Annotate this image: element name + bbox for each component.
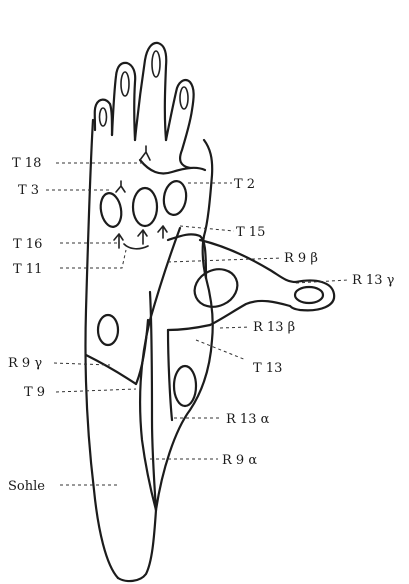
label-r13b: R 13 β xyxy=(253,320,295,335)
label-t16: T 16 xyxy=(13,237,42,252)
label-r9g: R 9 γ xyxy=(8,356,42,371)
labels: T 18 T 3 T 2 T 16 T 11 T 15 R 9 β R 13 γ… xyxy=(8,156,395,494)
pad-r9g xyxy=(98,315,118,345)
label-t13: T 13 xyxy=(253,361,282,376)
label-r13a: R 13 α xyxy=(226,412,270,427)
fingers xyxy=(95,43,194,168)
label-sohle: Sohle xyxy=(8,479,45,494)
pad-t3-mid xyxy=(133,188,157,226)
label-r9a: R 9 α xyxy=(222,453,257,468)
leader-lines xyxy=(46,163,348,485)
label-t15: T 15 xyxy=(236,225,265,240)
label-t11: T 11 xyxy=(13,262,42,277)
label-r9b: R 9 β xyxy=(284,251,318,266)
label-t18: T 18 xyxy=(12,156,41,171)
pads xyxy=(98,180,244,406)
finger-nail-4 xyxy=(180,87,188,109)
finger-nail-2 xyxy=(121,72,129,96)
label-t2: T 2 xyxy=(234,177,255,192)
pad-r9b xyxy=(188,262,243,313)
label-t3: T 3 xyxy=(18,183,39,198)
finger-nail-1 xyxy=(100,108,107,126)
pad-t13 xyxy=(174,366,196,406)
pad-r13g xyxy=(295,287,323,303)
pad-t2 xyxy=(162,180,189,217)
pad-t3-left xyxy=(98,192,124,229)
pad-boundaries xyxy=(86,160,210,510)
label-t9: T 9 xyxy=(24,385,45,400)
finger-nail-3 xyxy=(152,51,160,77)
label-r13g: R 13 γ xyxy=(352,273,395,288)
